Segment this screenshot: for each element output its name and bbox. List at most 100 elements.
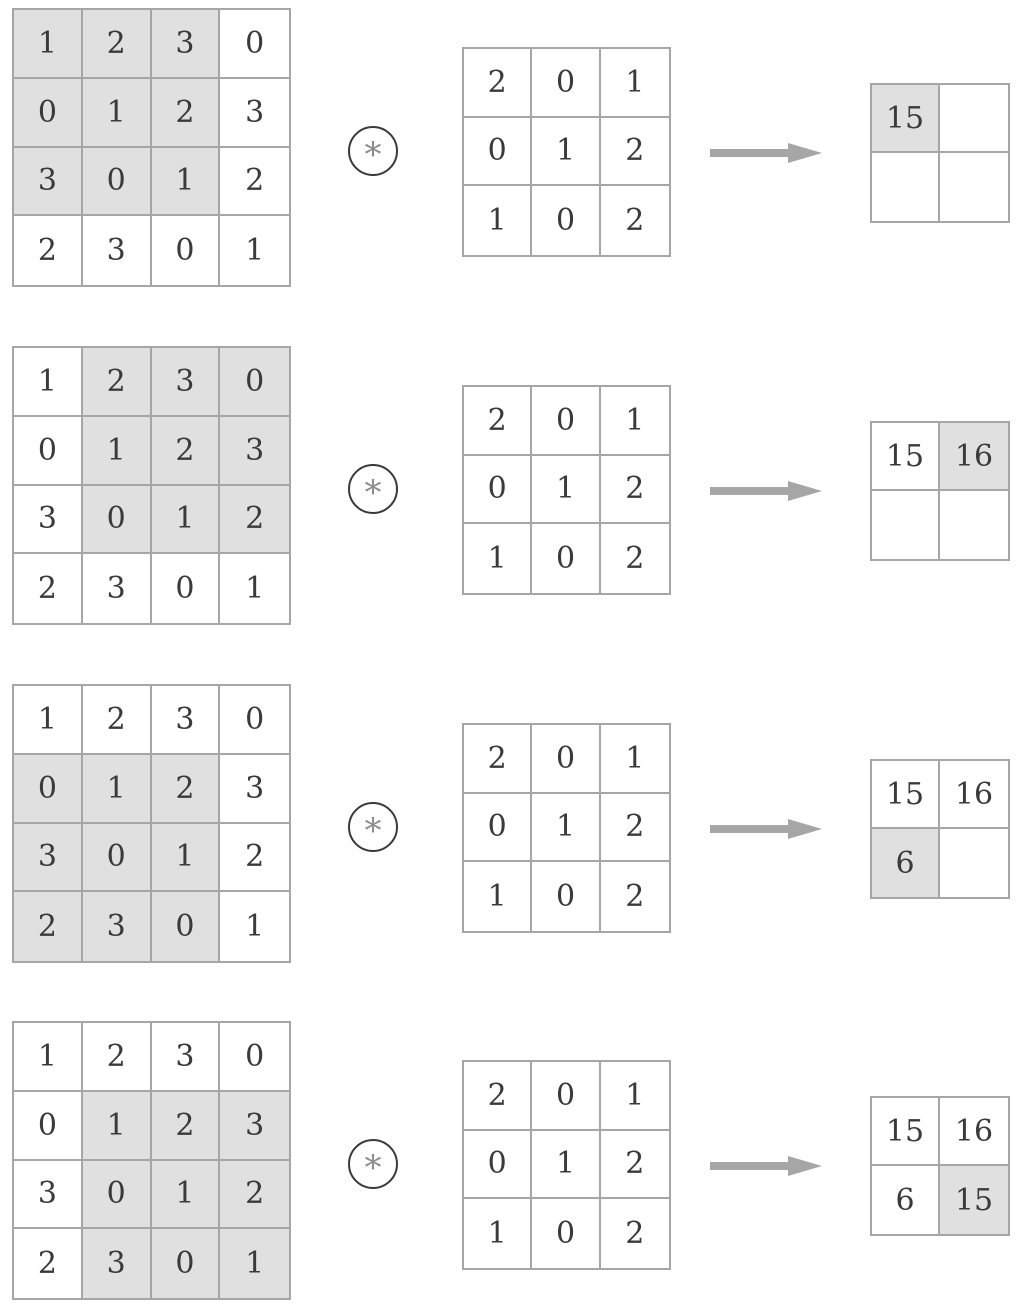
- output-cell: 16: [940, 423, 1008, 491]
- input-cell: 3: [220, 755, 289, 824]
- kernel-cell: 2: [464, 49, 533, 118]
- output-cell: 6: [872, 1166, 940, 1234]
- operator-symbol: *: [364, 473, 382, 513]
- output-cell: 15: [872, 423, 940, 491]
- output-cell: [940, 829, 1008, 897]
- kernel-cell: 0: [532, 524, 601, 593]
- input-cell: 2: [151, 1091, 221, 1161]
- input-cell: 0: [220, 1023, 289, 1092]
- input-cell: 0: [14, 1091, 83, 1161]
- output-cell: 6: [872, 829, 940, 897]
- kernel-cell: 2: [625, 203, 645, 239]
- input-cell: 3: [151, 686, 221, 755]
- input-cell: 0: [220, 10, 289, 79]
- input-cell: 2: [82, 686, 152, 755]
- kernel-cell: 0: [532, 186, 601, 255]
- input-cell: 3: [151, 348, 221, 417]
- input-cell: 3: [14, 147, 83, 217]
- input-cell: 1: [14, 1023, 83, 1092]
- kernel-cell: 1: [464, 186, 533, 255]
- input-cell: 1: [82, 78, 152, 148]
- input-cell: 2: [151, 754, 221, 824]
- kernel-cell: 2: [600, 1131, 669, 1200]
- input-cell: 1: [245, 909, 265, 945]
- output-cell: 15: [940, 1166, 1008, 1234]
- input-cell: 2: [14, 554, 83, 623]
- output-cell: 15: [872, 761, 940, 829]
- input-cell: 0: [151, 1229, 221, 1298]
- input-cell: 3: [151, 1023, 221, 1092]
- input-cell: 0: [82, 1160, 152, 1230]
- input-cell: 0: [82, 147, 152, 217]
- convolution-operator-icon: *: [348, 464, 398, 514]
- kernel-cell: 2: [625, 879, 645, 915]
- input-cell: 0: [151, 892, 221, 961]
- input-cell: 0: [14, 754, 83, 824]
- input-cell: 0: [152, 216, 221, 285]
- kernel-cell: 1: [464, 1199, 533, 1268]
- kernel-cell: 1: [532, 1130, 601, 1200]
- right-arrow-icon: [710, 143, 822, 163]
- input-cell: 2: [82, 348, 152, 417]
- input-cell: 3: [220, 416, 289, 486]
- input-cell: 1: [151, 485, 221, 555]
- kernel-cell: 2: [625, 541, 645, 577]
- kernel-cell: 1: [600, 49, 669, 118]
- kernel-cell: 1: [600, 387, 669, 456]
- input-cell: 3: [83, 554, 152, 623]
- kernel-cell: 0: [464, 117, 533, 187]
- operator-symbol: *: [364, 811, 382, 851]
- input-cell: 2: [14, 1229, 83, 1298]
- input-cell: 0: [220, 348, 289, 417]
- input-cell: 1: [82, 754, 152, 824]
- output-cell: 16: [940, 761, 1008, 829]
- input-cell: 3: [14, 1160, 83, 1230]
- input-cell: 1: [14, 348, 83, 417]
- input-cell: 1: [82, 1091, 152, 1161]
- kernel-cell: 2: [464, 387, 533, 456]
- input-cell: 1: [151, 823, 221, 893]
- output-cell: [940, 153, 1008, 221]
- input-cell: 1: [14, 686, 83, 755]
- input-cell: 0: [82, 485, 152, 555]
- kernel-cell: 0: [464, 1130, 533, 1200]
- input-cell: 0: [220, 686, 289, 755]
- input-cell: 0: [152, 554, 221, 623]
- kernel-cell: 2: [464, 1062, 533, 1131]
- input-cell: 2: [220, 148, 289, 217]
- input-cell: 3: [14, 823, 83, 893]
- input-cell: 2: [220, 1160, 289, 1230]
- kernel-cell: 0: [532, 862, 601, 931]
- kernel-cell: 0: [532, 387, 601, 456]
- kernel-cell: 0: [464, 455, 533, 525]
- kernel-cell: 0: [532, 1199, 601, 1268]
- input-cell: 2: [220, 485, 289, 555]
- kernel-cell: 2: [600, 456, 669, 525]
- convolution-operator-icon: *: [348, 126, 398, 176]
- input-cell: 2: [220, 824, 289, 893]
- input-cell: 3: [82, 892, 152, 961]
- kernel-cell: 1: [532, 117, 601, 187]
- operator-symbol: *: [364, 1148, 382, 1188]
- right-arrow-icon: [710, 1156, 822, 1176]
- kernel-cell: 0: [464, 793, 533, 863]
- kernel-cell: 1: [600, 725, 669, 794]
- right-arrow-icon: [710, 819, 822, 839]
- input-cell: 2: [151, 78, 221, 148]
- input-cell: 2: [82, 10, 152, 79]
- kernel-cell: 1: [464, 524, 533, 593]
- output-cell: [940, 491, 1008, 559]
- input-cell: 1: [245, 571, 265, 607]
- operator-symbol: *: [364, 135, 382, 175]
- input-cell: 3: [220, 79, 289, 148]
- input-cell: 3: [220, 1091, 289, 1161]
